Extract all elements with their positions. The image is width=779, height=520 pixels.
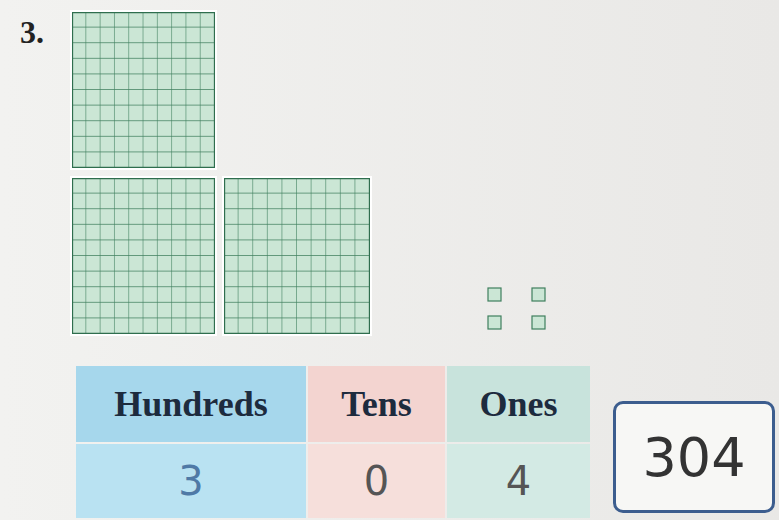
answer-box: 304 [613,401,775,513]
flat-frame [222,176,372,336]
answer-number: 304 [642,426,745,489]
hundred-flat [72,12,215,168]
hundred-flat [224,178,370,334]
digit-cell: 3 [76,444,306,518]
exercise-number: 3. [4,10,60,54]
flat-frame [70,10,217,170]
flat-frame [70,176,217,336]
place-value-table [76,366,590,518]
digit-cell: 0 [308,444,445,518]
hundred-flat [72,178,215,334]
ones-cubes [488,288,545,329]
column-header: Hundreds [76,366,306,442]
column-header: Tens [308,366,445,442]
column-header: Ones [447,366,590,442]
digit-cell: 4 [447,444,590,518]
